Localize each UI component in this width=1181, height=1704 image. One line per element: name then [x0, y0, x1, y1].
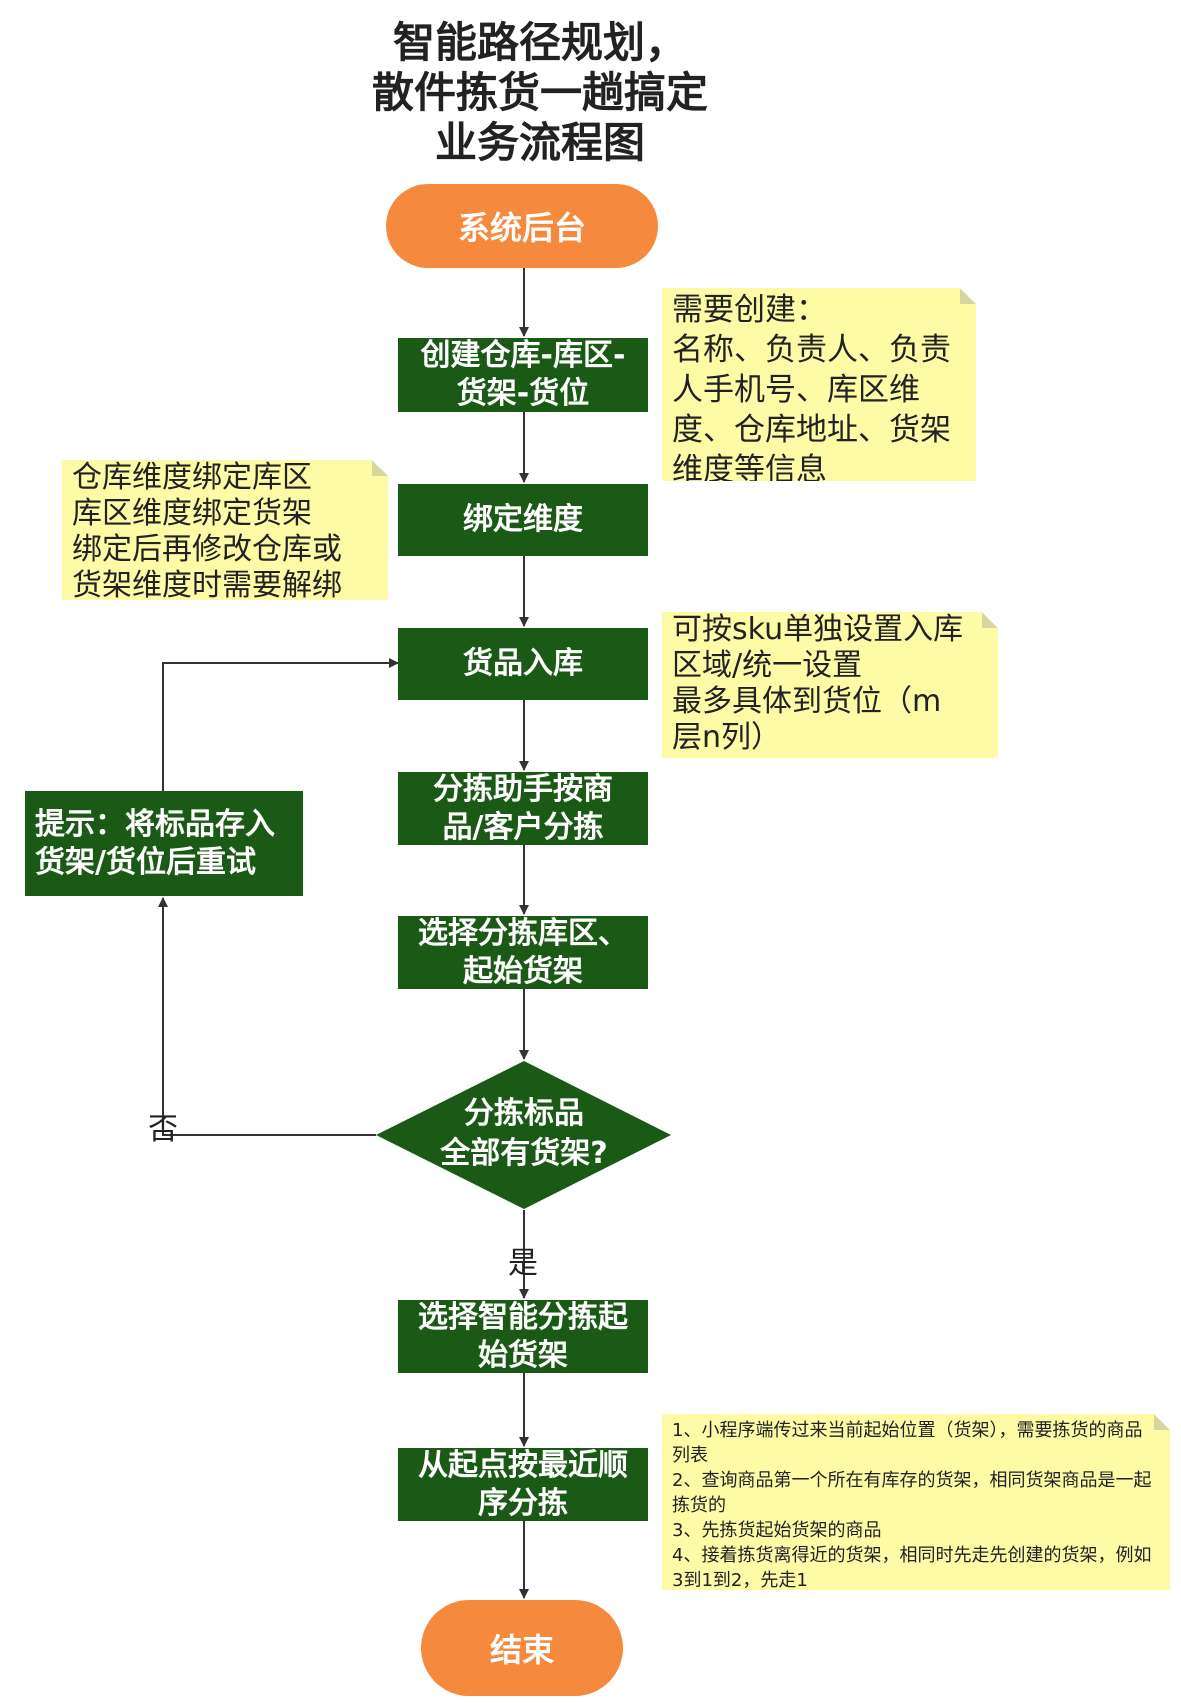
node-line: 选择智能分拣起 [418, 1299, 628, 1335]
note-line: 库区维度绑定货架 [72, 496, 312, 531]
node-line: 货架/货位后重试 [35, 844, 256, 880]
note-line: 4、接着拣货离得近的货架，相同时先走先创建的货架，例如3到1到2，先走1 [672, 1545, 1152, 1591]
select-smart-start-node: 选择智能分拣起 始货架 [398, 1300, 648, 1373]
node-line: 始货架 [478, 1337, 568, 1373]
note-line: 区域/统一设置 [672, 648, 863, 683]
note-line: 层n列） [672, 720, 782, 755]
start-node: 系统后台 [386, 184, 658, 268]
create-requirements-note: 需要创建： 名称、负责人、负责 人手机号、库区维 度、仓库地址、货架 维度等信息 [662, 288, 976, 481]
node-line: 创建仓库-库区- [420, 338, 626, 373]
node-line: 货品入库 [463, 646, 583, 681]
title-line: 业务流程图 [434, 118, 645, 167]
inbound-node: 货品入库 [398, 628, 648, 700]
node-line: 分拣助手按商 [433, 771, 613, 807]
decision-diamond [376, 1061, 671, 1209]
arrow-hint-to-inbound [162, 658, 399, 791]
bind-dimension-node: 绑定维度 [398, 484, 648, 556]
nearest-order-rules-note: 1、小程序端传过来当前起始位置（货架），需要拣货的商品列表 2、查询商品第一个所… [662, 1414, 1170, 1590]
no-label: 否 [148, 1112, 178, 1147]
node-line: 选择分拣库区、 [418, 915, 628, 951]
note-line: 度、仓库地址、货架 [672, 412, 951, 448]
node-line: 货架-货位 [456, 376, 590, 411]
note-line: 需要创建： [672, 292, 827, 328]
note-line: 3、先拣货起始货架的商品 [672, 1520, 882, 1541]
note-line: 货架维度时需要解绑 [72, 568, 342, 603]
node-line: 起始货架 [463, 953, 583, 989]
hint-node: 提示：将标品存入 货架/货位后重试 [25, 791, 303, 896]
inbound-rules-note: 可按sku单独设置入库 区域/统一设置 最多具体到货位（m 层n列） [662, 612, 998, 758]
decision-line: 全部有货架? [440, 1136, 608, 1171]
decision-label: 分拣标品 全部有货架? [394, 1094, 654, 1174]
end-node: 结束 [421, 1600, 623, 1696]
title-line: 智能路径规划， [392, 18, 687, 67]
decision-line: 分拣标品 [464, 1096, 584, 1131]
title-line: 散件拣货一趟搞定 [371, 68, 708, 117]
node-line: 品/客户分拣 [442, 809, 604, 845]
node-line: 提示：将标品存入 [35, 806, 275, 842]
node-line: 从起点按最近顺 [418, 1447, 628, 1483]
create-warehouse-node: 创建仓库-库区- 货架-货位 [398, 338, 648, 412]
node-line: 序分拣 [478, 1485, 568, 1521]
page-title: 智能路径规划， 散件拣货一趟搞定 业务流程图 [280, 18, 800, 168]
note-line: 1、小程序端传过来当前起始位置（货架），需要拣货的商品列表 [672, 1420, 1143, 1466]
yes-label: 是 [508, 1246, 538, 1281]
start-label: 系统后台 [457, 209, 586, 247]
note-line: 最多具体到货位（m [672, 684, 942, 719]
nearest-order-node: 从起点按最近顺 序分拣 [398, 1448, 648, 1521]
note-line: 2、查询商品第一个所在有库存的货架，相同货架商品是一起拣货的 [672, 1470, 1152, 1516]
sort-assistant-node: 分拣助手按商 品/客户分拣 [398, 772, 648, 845]
select-zone-node: 选择分拣库区、 起始货架 [398, 916, 648, 989]
arrow-decision-no-to-hint [158, 897, 376, 1136]
note-line: 名称、负责人、负责 [672, 332, 951, 368]
bind-rules-note: 仓库维度绑定库区 库区维度绑定货架 绑定后再修改仓库或 货架维度时需要解绑 [62, 460, 388, 600]
end-label: 结束 [489, 1631, 554, 1669]
note-line: 绑定后再修改仓库或 [72, 532, 342, 567]
note-line: 可按sku单独设置入库 [672, 612, 964, 647]
note-line: 人手机号、库区维 [672, 372, 920, 408]
note-line: 仓库维度绑定库区 [72, 460, 312, 495]
node-line: 绑定维度 [463, 502, 583, 537]
